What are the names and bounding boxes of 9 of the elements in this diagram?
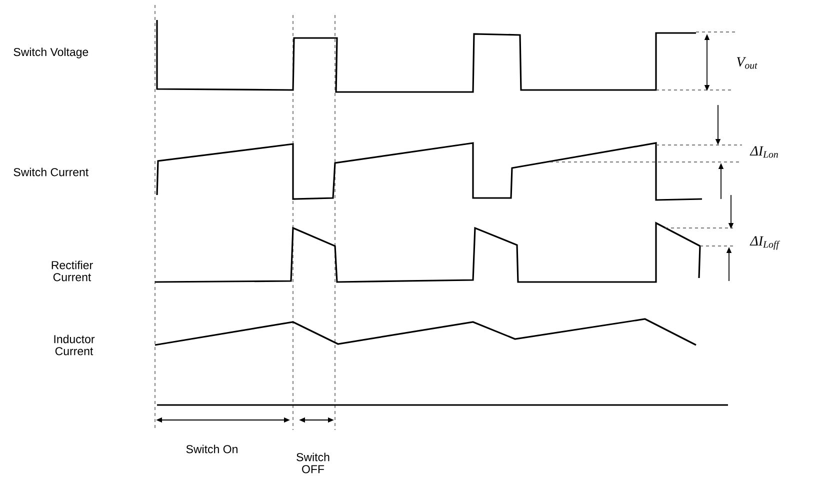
signal-label: Inductor Current (54, 334, 95, 356)
interval-label: Switch On (186, 444, 238, 454)
signal-label: Rectifier Current (52, 260, 93, 282)
dimension-label: V$_{out}$ (736, 57, 758, 69)
signal-label: Switch Current (14, 168, 88, 176)
interval-label: Switch OFF (296, 452, 330, 474)
dimension-label: ΔI$_{Lon}$ (750, 146, 778, 158)
dimension-label: ΔI$_{Loff}$ (750, 236, 780, 250)
signal-label: Switch Voltage (14, 48, 88, 58)
